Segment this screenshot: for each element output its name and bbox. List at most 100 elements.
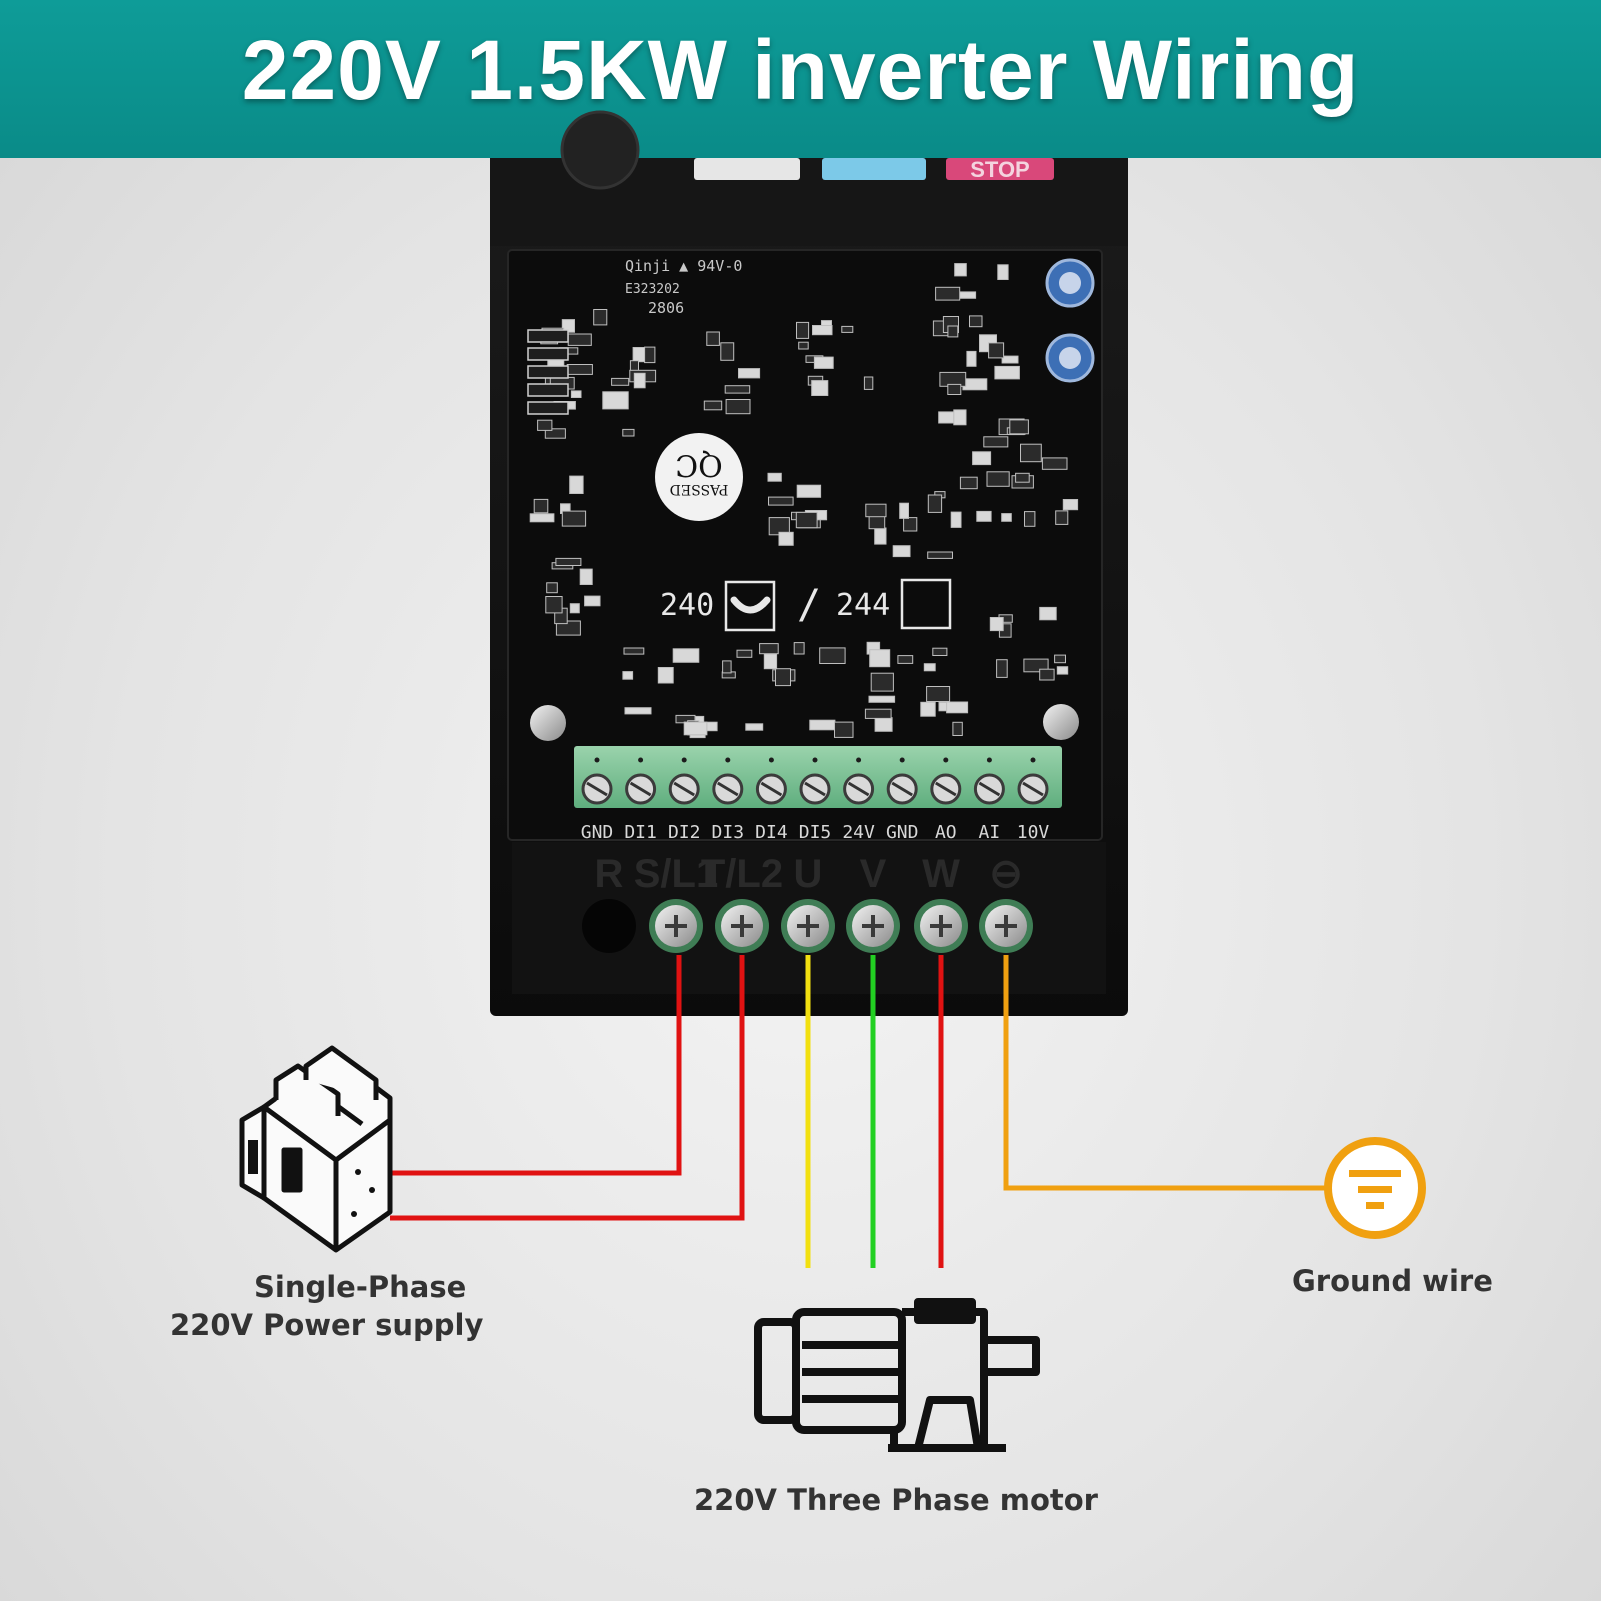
smd-component bbox=[972, 451, 992, 466]
smd-component bbox=[644, 346, 656, 364]
supply-wire-s bbox=[390, 955, 682, 1176]
screw-slot bbox=[847, 781, 870, 797]
pcb-components bbox=[527, 263, 1079, 739]
motor-label: 220V Three Phase motor bbox=[694, 1483, 1098, 1517]
ground-label: Ground wire bbox=[1292, 1264, 1493, 1298]
header-pin bbox=[527, 401, 569, 415]
smd-component bbox=[923, 663, 936, 672]
smd-component bbox=[796, 484, 822, 498]
smd-component bbox=[725, 399, 751, 415]
screw-slot bbox=[935, 781, 957, 797]
r-terminal-hole bbox=[582, 899, 636, 953]
smd-component bbox=[624, 707, 652, 715]
check-mark bbox=[730, 596, 771, 614]
smd-component bbox=[793, 642, 805, 655]
smd-component bbox=[989, 617, 1004, 632]
control-terminal-label: AI bbox=[979, 822, 1001, 843]
ground-wire bbox=[1003, 955, 1328, 1191]
smd-component bbox=[954, 263, 967, 277]
header-pin bbox=[527, 347, 569, 361]
control-terminal-label: DI3 bbox=[712, 822, 745, 843]
ground-symbol-icon bbox=[1324, 1137, 1426, 1239]
power-terminal-screws bbox=[649, 899, 1033, 953]
smd-component bbox=[953, 409, 967, 426]
screw-cross bbox=[731, 915, 753, 937]
smd-component bbox=[683, 721, 708, 736]
smd-component bbox=[1055, 510, 1069, 525]
power-terminal-label: T/L2 bbox=[701, 852, 783, 896]
model-slash: / bbox=[797, 582, 821, 628]
control-terminal-label: 10V bbox=[1017, 822, 1050, 843]
supply-label-line1: Single-Phase bbox=[254, 1270, 467, 1304]
qc-stamp-bottom: QC bbox=[675, 447, 723, 482]
smd-component bbox=[927, 494, 943, 513]
smd-component bbox=[994, 365, 1020, 380]
smd-component bbox=[611, 377, 630, 386]
supply-label-line2: 220V Power supply bbox=[170, 1308, 484, 1342]
smd-component bbox=[566, 364, 593, 375]
smd-component bbox=[957, 291, 977, 299]
smd-component bbox=[706, 331, 720, 346]
control-terminal-label: GND bbox=[886, 822, 919, 843]
header-pin bbox=[527, 329, 569, 343]
smd-component bbox=[579, 568, 593, 585]
screw-cross bbox=[995, 915, 1017, 937]
smd-component bbox=[932, 647, 948, 657]
smd-component bbox=[812, 325, 833, 336]
smd-component bbox=[903, 517, 918, 532]
smd-component bbox=[1041, 457, 1068, 470]
smd-component bbox=[569, 475, 584, 495]
control-terminal-dot bbox=[986, 757, 992, 763]
smd-component bbox=[988, 342, 1005, 359]
screw-slot bbox=[586, 781, 608, 797]
screw-cross bbox=[797, 915, 819, 937]
smd-component bbox=[935, 286, 961, 301]
smd-component bbox=[796, 321, 810, 339]
smd-component bbox=[868, 514, 886, 530]
smd-component bbox=[529, 513, 555, 523]
smd-component bbox=[1001, 513, 1012, 522]
smd-component bbox=[947, 383, 962, 395]
smd-component bbox=[720, 342, 735, 361]
smd-component bbox=[703, 400, 723, 411]
smd-component bbox=[1001, 355, 1019, 364]
model-244-checkbox bbox=[900, 578, 952, 630]
smd-component bbox=[1054, 654, 1066, 664]
smd-component bbox=[811, 380, 829, 397]
control-terminal-dot bbox=[681, 757, 687, 763]
smd-component bbox=[1023, 658, 1049, 673]
smd-component bbox=[537, 419, 553, 431]
smd-component bbox=[976, 510, 992, 522]
control-terminal-label: 24V bbox=[842, 822, 875, 843]
screw-slot bbox=[673, 781, 695, 797]
smd-component bbox=[966, 350, 977, 367]
power-terminal-label: U bbox=[794, 852, 823, 896]
smd-component bbox=[767, 472, 782, 482]
smd-component bbox=[544, 428, 566, 439]
power-terminal-label: R bbox=[595, 852, 624, 896]
smd-component bbox=[950, 511, 962, 528]
screw-slot bbox=[978, 781, 1001, 797]
power-terminal-label: V bbox=[860, 852, 887, 896]
smd-component bbox=[629, 360, 640, 372]
smd-component bbox=[1039, 606, 1057, 621]
smd-component bbox=[865, 503, 887, 518]
batch-code: 2806 bbox=[648, 299, 684, 317]
stop-label: STOP bbox=[970, 157, 1030, 182]
smd-component bbox=[546, 582, 558, 594]
smd-component bbox=[1009, 419, 1029, 435]
circuit-breaker-icon bbox=[239, 1045, 393, 1253]
screw-slot bbox=[1022, 781, 1044, 797]
smd-component bbox=[593, 309, 608, 326]
control-terminal-dot bbox=[943, 757, 949, 763]
screw-slot bbox=[760, 781, 783, 797]
smd-component bbox=[545, 596, 563, 614]
smd-component bbox=[622, 428, 635, 437]
control-terminal-label: DI5 bbox=[799, 822, 832, 843]
smd-component bbox=[947, 325, 959, 338]
qc-stamp-top: PASSED bbox=[670, 481, 729, 497]
smd-component bbox=[533, 498, 549, 514]
screw-slot bbox=[891, 781, 913, 797]
